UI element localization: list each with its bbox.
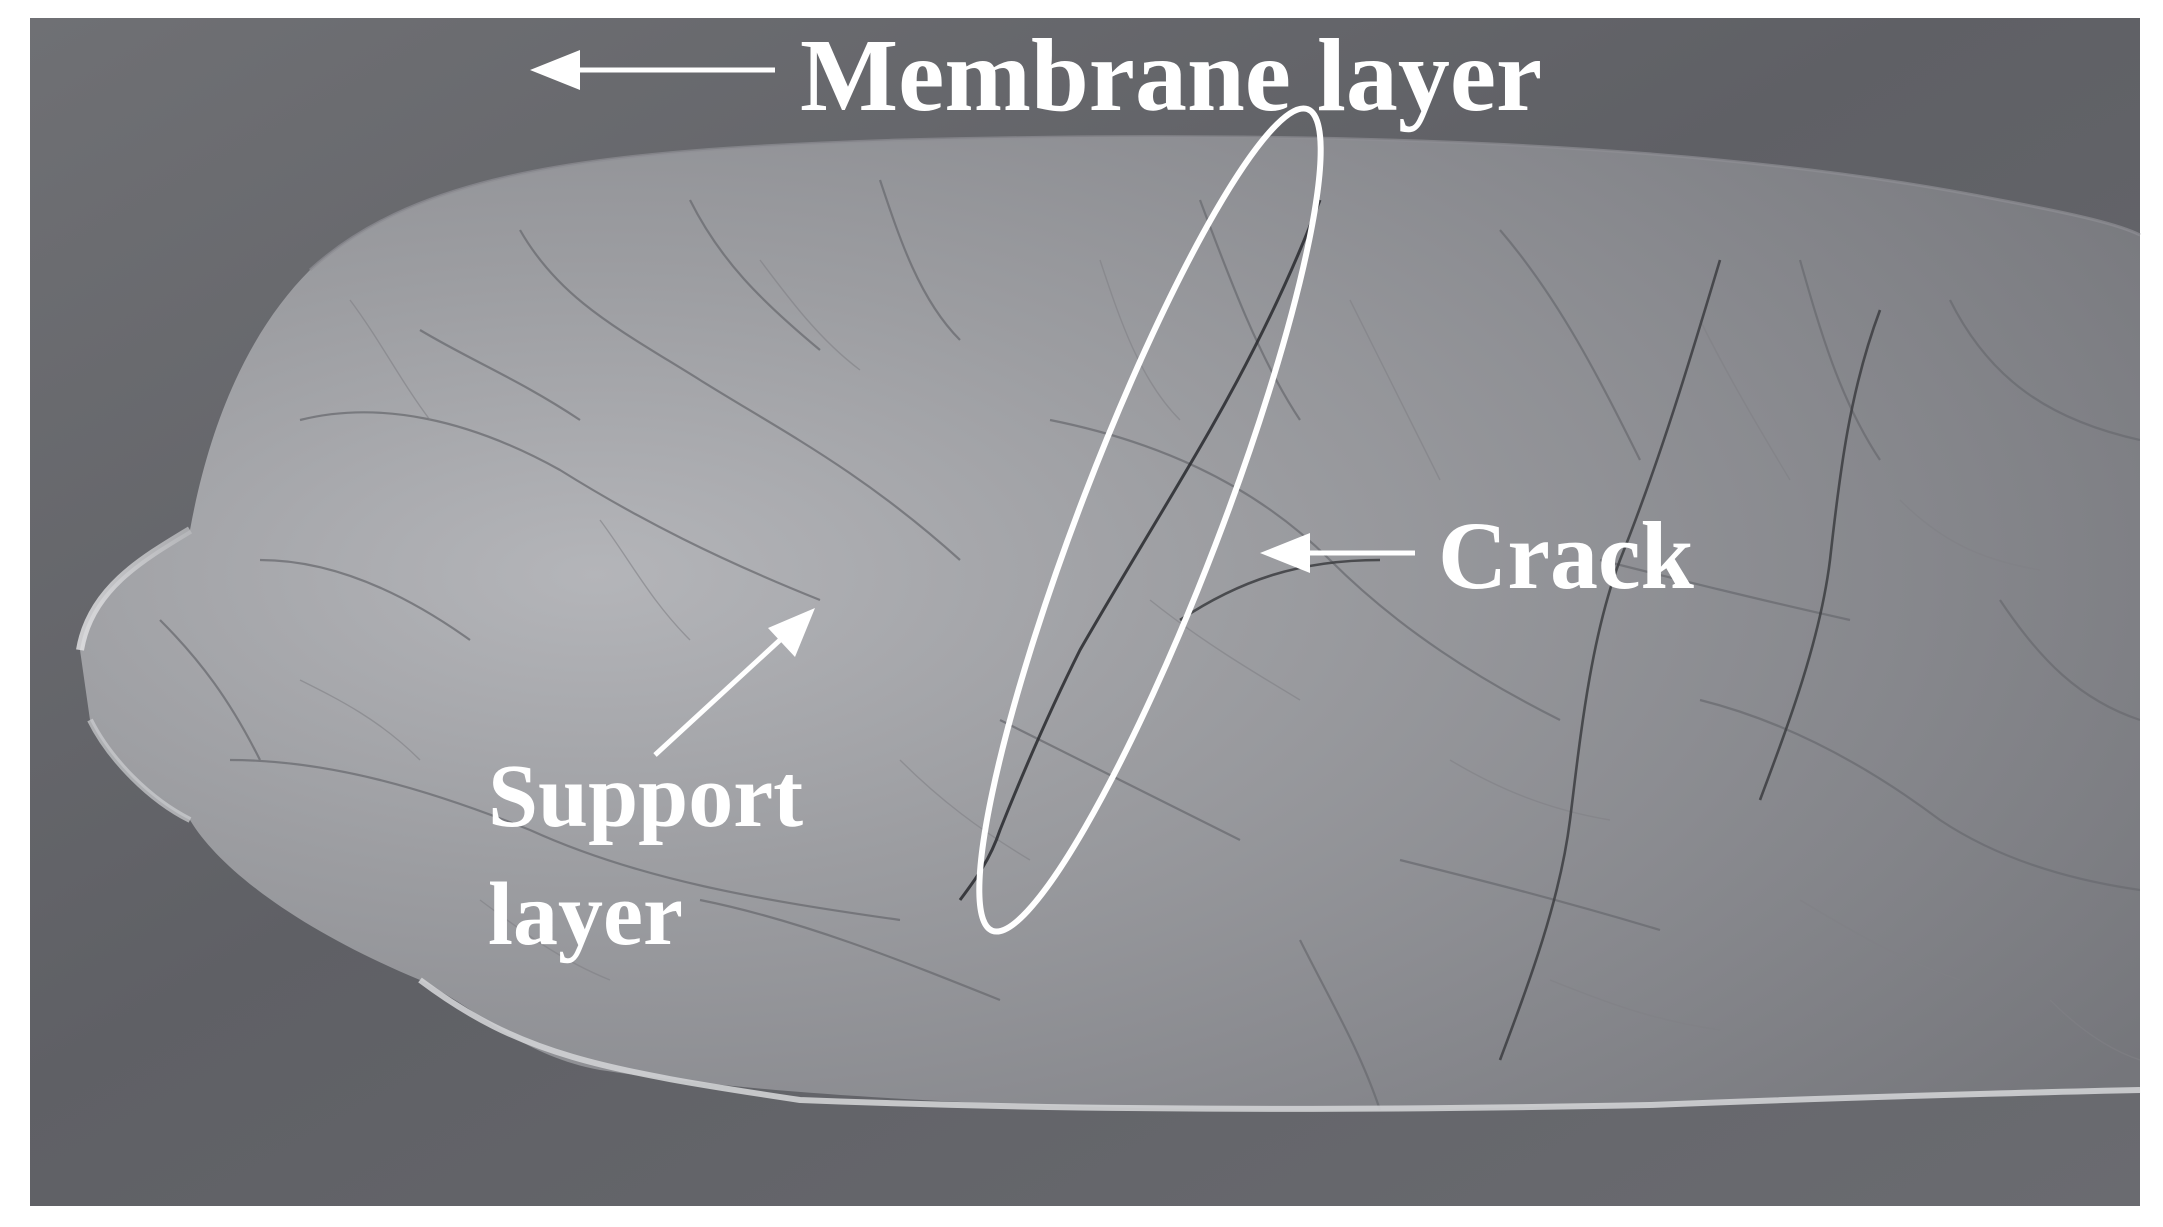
annotation-arrows xyxy=(530,50,1415,757)
support-layer-label-line1: Support xyxy=(488,747,804,846)
support-layer-label-line2: layer xyxy=(488,865,683,964)
support-layer-label: Support layer xyxy=(488,738,888,974)
crack-highlight-ellipse xyxy=(976,105,1324,935)
crack-label: Crack xyxy=(1438,502,1694,609)
membrane-layer-label: Membrane layer xyxy=(800,18,1543,133)
